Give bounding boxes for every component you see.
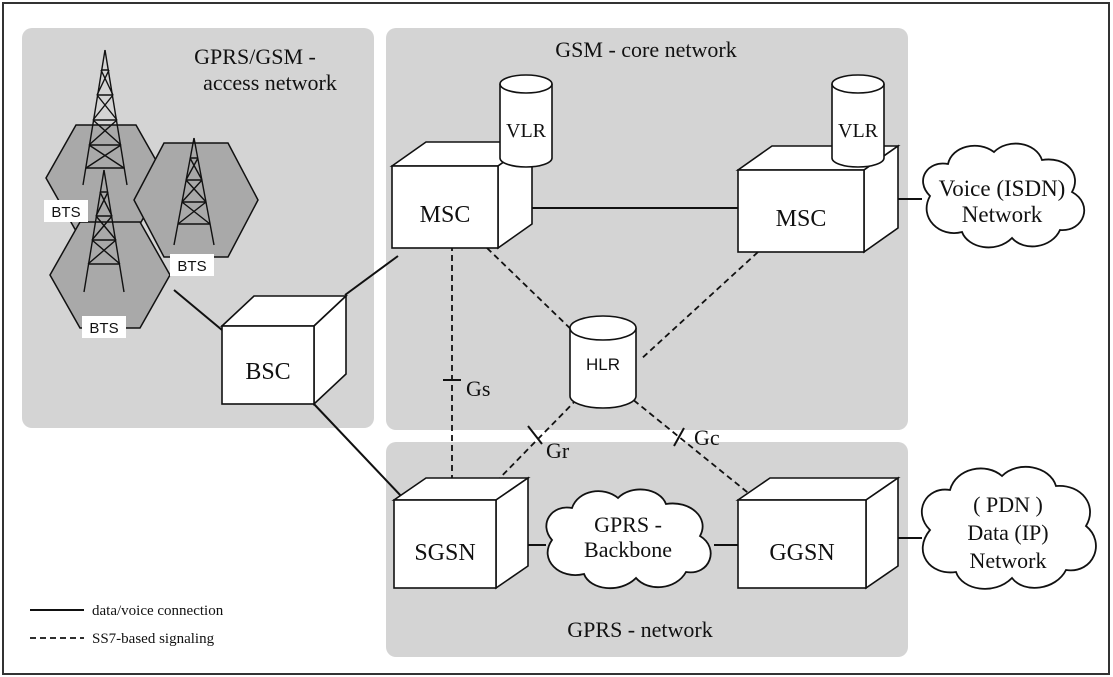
gr-signaling-link <box>489 391 585 489</box>
vlr-right-database-icon: VLR <box>831 74 885 168</box>
gprs-network-title: GPRS - network <box>567 617 712 642</box>
backbone-cloud-line1: GPRS - <box>594 512 662 537</box>
msc-hlr-signaling-link <box>486 247 579 337</box>
backbone-cloud-line2: Backbone <box>584 537 672 562</box>
pdn-cloud-line1: ( PDN ) <box>973 492 1043 517</box>
msc-left-node: MSC <box>389 140 535 250</box>
bts-label-1: BTS <box>51 204 80 221</box>
bsc-label: BSC <box>245 359 290 385</box>
gc-signaling-link <box>625 393 753 497</box>
bsc-sgsn-link <box>312 402 403 498</box>
access-network-title-line1: GPRS/GSM - <box>194 44 316 69</box>
gc-label: Gc <box>694 425 720 450</box>
hlr-database-icon: HLR <box>569 315 637 409</box>
msc-right-label: MSC <box>776 206 827 232</box>
bts-bsc-link <box>173 289 223 331</box>
sgsn-node: SGSN <box>391 476 531 590</box>
bts-label-bg <box>170 254 214 276</box>
antenna-tower-icon <box>82 49 128 186</box>
pdn-data-cloud: ( PDN ) Data (IP) Network <box>920 466 1097 590</box>
legend: data/voice connection SS7-based signalin… <box>30 603 224 647</box>
antenna-tower-icon <box>173 137 215 246</box>
ggsn-label: GGSN <box>769 540 834 566</box>
bts-label-bg <box>82 316 126 338</box>
bts-label-bg <box>44 200 88 222</box>
gs-label: Gs <box>466 376 490 401</box>
ggsn-node: GGSN <box>735 476 901 590</box>
gc-tick <box>673 427 685 447</box>
bsc-node: BSC <box>219 294 349 406</box>
gr-tick <box>527 425 543 445</box>
sgsn-label: SGSN <box>414 540 475 566</box>
voice-cloud-line2: Network <box>962 202 1043 227</box>
vlr-right-label: VLR <box>838 120 879 142</box>
hlr-msc-signaling-link <box>639 251 759 361</box>
bts-label-3: BTS <box>89 320 118 337</box>
voice-cloud-line1: Voice (ISDN) <box>939 176 1066 201</box>
bts-label-2: BTS <box>177 258 206 275</box>
pdn-cloud-line2: Data (IP) <box>967 520 1048 545</box>
bts-cell-right <box>133 142 259 258</box>
legend-solid-label: data/voice connection <box>92 603 224 619</box>
hlr-label: HLR <box>586 355 620 374</box>
antenna-tower-icon <box>83 169 125 293</box>
access-network-title-line2: access network <box>203 70 337 95</box>
core-network-title: GSM - core network <box>555 37 736 62</box>
bts-cell-bottom <box>49 221 171 329</box>
vlr-left-database-icon: VLR <box>499 74 553 168</box>
vlr-left-label: VLR <box>506 120 547 142</box>
gprs-backbone-cloud: GPRS - Backbone <box>545 488 712 590</box>
voice-isdn-cloud: Voice (ISDN) Network <box>922 142 1085 249</box>
msc-left-label: MSC <box>420 202 471 228</box>
pdn-cloud-line3: Network <box>970 548 1047 573</box>
gr-label: Gr <box>546 438 570 463</box>
legend-dashed-label: SS7-based signaling <box>92 631 215 647</box>
bsc-msc-link <box>344 255 399 296</box>
